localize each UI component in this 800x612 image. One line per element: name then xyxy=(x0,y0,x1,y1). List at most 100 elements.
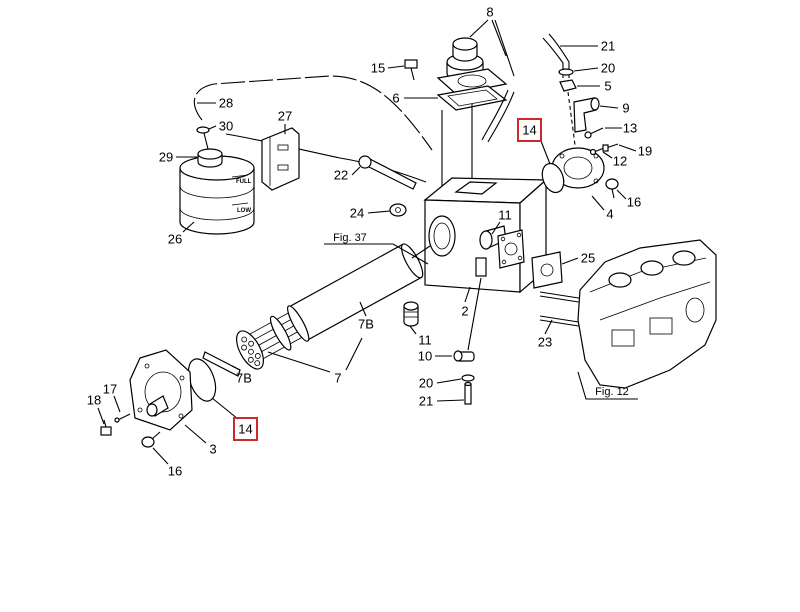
leader-fig12 xyxy=(577,371,638,400)
end-cap-bolt-hole xyxy=(137,407,143,413)
bolt-18-shank xyxy=(103,419,107,428)
engine-port xyxy=(640,260,664,276)
cap-30-body xyxy=(196,126,210,134)
leader-17 xyxy=(113,395,121,413)
callout-10: 10 xyxy=(418,349,432,364)
tube-end xyxy=(247,356,254,363)
stud-17-end xyxy=(114,417,120,423)
callout-21-top: 21 xyxy=(601,39,615,54)
leader-20-top xyxy=(573,67,599,72)
reservoir-tank-26: FULL LOW xyxy=(179,155,255,235)
leader-3 xyxy=(184,424,207,444)
leader-4 xyxy=(591,195,605,211)
leader-15 xyxy=(387,65,405,69)
engine-port xyxy=(672,250,696,266)
callout-7b-lower: 7B xyxy=(236,371,252,386)
filler-cap-assembly xyxy=(436,37,508,95)
stud-lower xyxy=(539,315,586,324)
callout-25: 25 xyxy=(581,251,595,266)
bracket-plate xyxy=(261,127,300,191)
tube-end xyxy=(241,344,247,351)
leader-23 xyxy=(544,319,553,335)
end-cap-3 xyxy=(129,349,193,431)
leader-14-right xyxy=(540,140,551,165)
elbow-11-lower xyxy=(403,301,419,327)
callout-29: 29 xyxy=(159,150,173,165)
tube-end xyxy=(254,353,261,359)
leader-7b-upper xyxy=(359,301,367,317)
tube-end xyxy=(248,348,254,355)
callout-16-right: 16 xyxy=(627,195,641,210)
elbow-9 xyxy=(573,97,600,133)
bolt-16-left-head xyxy=(141,436,155,448)
callout-12: 12 xyxy=(613,154,627,169)
leader-18 xyxy=(97,407,105,425)
callout-9: 9 xyxy=(622,101,629,116)
body-drain-boss xyxy=(475,257,487,277)
elbow-11-top xyxy=(403,301,419,311)
leader-16-left xyxy=(152,447,169,465)
full-line xyxy=(231,174,249,178)
bolt-shank xyxy=(410,67,415,81)
callout-6: 6 xyxy=(392,91,399,106)
leader-22 xyxy=(351,166,361,176)
tube-end xyxy=(241,336,248,343)
leader-19 xyxy=(618,144,637,152)
tank-mark-low: LOW xyxy=(237,208,251,214)
side-flange-hole xyxy=(504,242,518,256)
engine-port xyxy=(608,272,632,288)
nut-24-hole xyxy=(395,207,401,213)
leader-11-lower xyxy=(409,325,417,335)
leader-7b-lower xyxy=(231,365,241,371)
body-large-port-inner xyxy=(433,222,451,250)
bolt-16-right-head xyxy=(605,178,619,190)
leader-8 xyxy=(469,19,515,77)
tube-sheet xyxy=(236,330,264,370)
pipe-21-top-edge2 xyxy=(548,33,570,78)
studs-23 xyxy=(539,291,586,328)
gasket-25-hole xyxy=(540,263,554,277)
tube-rod xyxy=(247,310,292,336)
end-cap-dome xyxy=(144,371,182,413)
engine-block-bore xyxy=(685,297,705,323)
bolt-22-head xyxy=(358,155,372,169)
tank-cap-top xyxy=(197,148,223,160)
callout-14-right: 14 xyxy=(522,123,536,138)
cover-4-bolt-hole xyxy=(559,153,565,159)
stud-lower-edge xyxy=(539,319,586,328)
callout-19: 19 xyxy=(638,144,652,159)
body-filler-neck xyxy=(454,181,498,195)
bolt-13-shank xyxy=(589,127,604,135)
bolt-22 xyxy=(358,155,417,190)
cover-4-boss xyxy=(563,156,593,180)
leader-26 xyxy=(182,221,195,233)
callout-20-lower: 20 xyxy=(419,376,433,391)
side-flange-bolt-hole xyxy=(501,259,507,265)
callout-18: 18 xyxy=(87,393,101,408)
leader-11-top xyxy=(491,221,501,235)
rod-21-body xyxy=(464,383,472,405)
bolt-15 xyxy=(404,59,418,81)
body-large-port xyxy=(428,215,456,257)
callout-5: 5 xyxy=(604,79,611,94)
tube-ring xyxy=(269,315,292,351)
outlet-pipe-end xyxy=(479,230,493,250)
callout-8: 8 xyxy=(486,5,493,20)
side-flange-bolt-hole xyxy=(516,232,522,238)
callout-11-lower: 11 xyxy=(418,333,432,348)
bolt-16-right xyxy=(605,178,619,199)
callout-24: 24 xyxy=(350,206,364,221)
bolt-head xyxy=(404,59,418,69)
cap-flange-ring xyxy=(457,74,487,88)
tank-band-lower xyxy=(179,207,255,221)
bracket-slot-lower xyxy=(277,164,289,171)
end-cap-nozzle-end xyxy=(146,403,158,417)
callout-21-lower: 21 xyxy=(419,394,433,409)
fitting-assembly-line xyxy=(567,91,576,146)
callout-13: 13 xyxy=(623,121,637,136)
callout-7: 7 xyxy=(334,371,341,386)
drain-cock-handle xyxy=(453,350,463,362)
end-cap-bolt-hole xyxy=(144,363,150,369)
callout-2: 2 xyxy=(461,304,468,319)
tank-mark-full: FULL xyxy=(236,179,252,185)
